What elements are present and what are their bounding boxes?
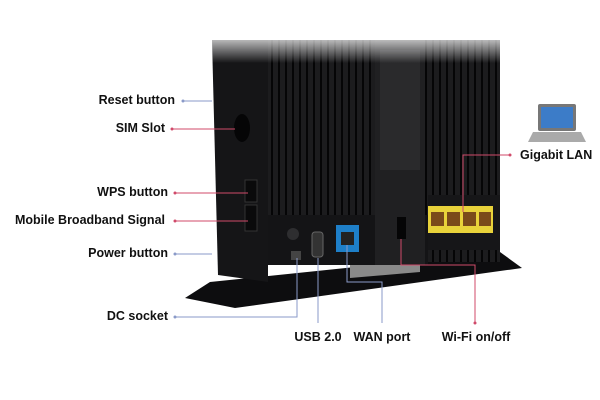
label-power-button: Power button (88, 246, 168, 260)
usb-port (311, 231, 324, 258)
label-mobile-broadband-signal: Mobile Broadband Signal (14, 213, 165, 227)
label-wan-port: WAN port (353, 330, 411, 344)
leader-lan (462, 154, 510, 212)
label-gigabit-lan: Gigabit LAN (520, 148, 593, 162)
label-dc-socket: DC socket (106, 309, 168, 323)
label-sim-slot: SIM Slot (115, 121, 165, 135)
leader-wifi (400, 239, 476, 323)
laptop-icon (528, 104, 586, 142)
label-reset-button: Reset button (98, 93, 175, 107)
label-wifi-switch: Wi-Fi on/off (441, 330, 511, 344)
router-stand (185, 252, 522, 308)
power-button (287, 228, 299, 240)
leader-dots (170, 99, 512, 325)
wps-button (244, 179, 258, 203)
dc-socket (291, 251, 301, 260)
signal-button (244, 204, 258, 232)
label-usb: USB 2.0 (294, 330, 342, 344)
label-wps-button: WPS button (97, 185, 168, 199)
leader-dc (175, 258, 298, 318)
wifi-switch (397, 217, 406, 239)
leader-wan (346, 245, 383, 323)
